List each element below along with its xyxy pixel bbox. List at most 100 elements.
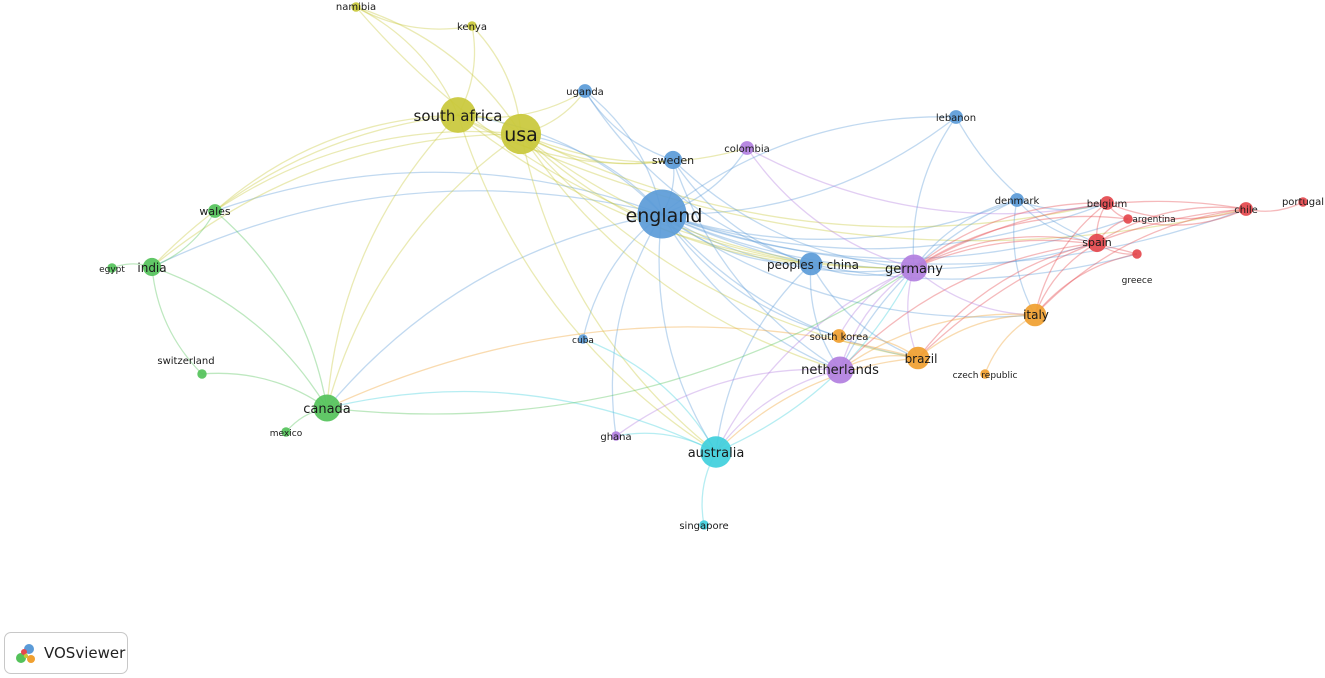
edge-south-africa-australia: [457, 114, 717, 453]
edge-usa-wales: [214, 130, 522, 212]
edge-usa-netherlands: [520, 133, 841, 371]
node-label-india: india: [137, 261, 166, 275]
node-australia[interactable]: [700, 436, 732, 468]
node-belgium[interactable]: [1100, 196, 1114, 210]
edge-south-africa-india: [151, 114, 459, 268]
node-peoples-r-china[interactable]: [799, 252, 823, 276]
edge-peoples-r-china-brazil: [810, 263, 919, 359]
edge-south-africa-wales: [214, 114, 459, 212]
node-label-england: england: [626, 205, 703, 227]
node-label-singapore: singapore: [679, 521, 728, 532]
node-label-belgium: belgium: [1087, 199, 1127, 210]
node-usa[interactable]: [500, 113, 542, 155]
node-label-peoples-r-china: peoples r china: [767, 258, 859, 272]
edge-chile-germany: [913, 200, 1247, 269]
edge-usa-australia: [520, 133, 717, 453]
node-label-wales: wales: [199, 205, 231, 218]
node-lebanon[interactable]: [949, 110, 963, 124]
node-india[interactable]: [142, 257, 162, 277]
edge-belgium-chile: [1106, 202, 1247, 220]
edge-lebanon-england: [661, 116, 957, 215]
edge-uganda-sweden: [584, 90, 674, 161]
edge-argentina-chile: [1127, 208, 1247, 226]
vosviewer-badge[interactable]: VOSviewer: [4, 632, 128, 674]
edge-south-africa-namibia: [355, 6, 459, 116]
node-brazil[interactable]: [906, 346, 930, 370]
node-argentina[interactable]: [1123, 214, 1133, 224]
edge-namibia-kenya: [355, 6, 473, 30]
edge-england-lebanon: [661, 116, 957, 215]
node-germany[interactable]: [900, 254, 928, 282]
edge-england-chile: [661, 208, 1247, 265]
edge-england-canada: [326, 213, 663, 409]
edge-spain-brazil: [917, 242, 1098, 359]
node-namibia[interactable]: [351, 2, 361, 12]
node-kenya[interactable]: [467, 21, 477, 31]
edge-sweden-peoples-r-china: [672, 159, 812, 265]
node-label-netherlands: netherlands: [801, 363, 879, 378]
node-greece[interactable]: [1132, 249, 1142, 259]
edge-germany-australia: [715, 267, 915, 453]
node-spain[interactable]: [1087, 233, 1107, 253]
edge-south-africa-sweden: [457, 114, 674, 165]
edge-england-greece: [661, 213, 1138, 280]
edge-chile-spain: [1096, 206, 1247, 244]
node-uganda[interactable]: [578, 84, 592, 98]
edge-usa-brazil: [520, 133, 919, 359]
edge-usa-canada: [326, 133, 522, 409]
edge-denmark-spain: [1016, 199, 1098, 244]
edge-england-argentina: [661, 213, 1129, 260]
edge-england-denmark: [661, 199, 1018, 240]
edge-italy-brazil: [917, 314, 1036, 359]
node-singapore[interactable]: [699, 520, 709, 530]
node-portugal[interactable]: [1298, 197, 1308, 207]
edge-england-australia: [658, 213, 717, 453]
edge-belgium-italy: [1034, 202, 1108, 316]
edge-south-africa-canada: [326, 114, 459, 409]
node-italy[interactable]: [1023, 303, 1047, 327]
edge-australia-cuba: [582, 338, 717, 453]
node-canada[interactable]: [313, 394, 341, 422]
edge-uganda-peoples-r-china: [584, 90, 812, 265]
node-label-sweden: sweden: [652, 154, 694, 167]
edge-layer: [111, 6, 1304, 526]
edge-lebanon-spain: [955, 116, 1098, 244]
node-cuba[interactable]: [578, 334, 588, 344]
node-label-namibia: namibia: [336, 2, 376, 13]
node-ghana[interactable]: [611, 431, 621, 441]
node-sweden[interactable]: [663, 150, 683, 170]
edge-canada-switzerland: [201, 372, 328, 409]
node-wales[interactable]: [208, 204, 222, 218]
node-label-germany: germany: [885, 262, 943, 277]
edge-greece-germany: [913, 239, 1138, 269]
edge-england-wales: [214, 171, 663, 215]
edge-india-switzerland: [151, 266, 203, 375]
node-chile[interactable]: [1239, 202, 1253, 216]
node-switzerland[interactable]: [197, 369, 207, 379]
node-south-africa[interactable]: [440, 97, 476, 133]
node-south-korea[interactable]: [832, 329, 846, 343]
edge-netherlands-australia: [715, 369, 841, 453]
node-mexico[interactable]: [281, 427, 291, 437]
edge-canada-india: [151, 266, 328, 409]
edge-england-india: [151, 190, 663, 268]
edge-england-germany: [661, 213, 915, 273]
node-netherlands[interactable]: [826, 356, 854, 384]
edge-usa-belgium: [520, 133, 1108, 228]
edge-spain-germany: [913, 236, 1098, 269]
node-colombia[interactable]: [740, 141, 754, 155]
edge-sweden-netherlands: [672, 159, 841, 371]
node-denmark[interactable]: [1010, 193, 1024, 207]
node-label-kenya: kenya: [457, 22, 487, 33]
edge-usa-india: [151, 133, 522, 268]
edge-lebanon-germany: [912, 116, 957, 269]
edge-italy-netherlands: [839, 313, 1036, 371]
node-england[interactable]: [637, 189, 687, 239]
edge-england-brazil: [661, 213, 919, 359]
node-czech-republic[interactable]: [980, 369, 990, 379]
node-label-greece: greece: [1122, 276, 1153, 286]
edge-sweden-germany: [672, 159, 915, 269]
node-egypt[interactable]: [107, 263, 117, 273]
edge-south-africa-chile: [457, 114, 1247, 242]
